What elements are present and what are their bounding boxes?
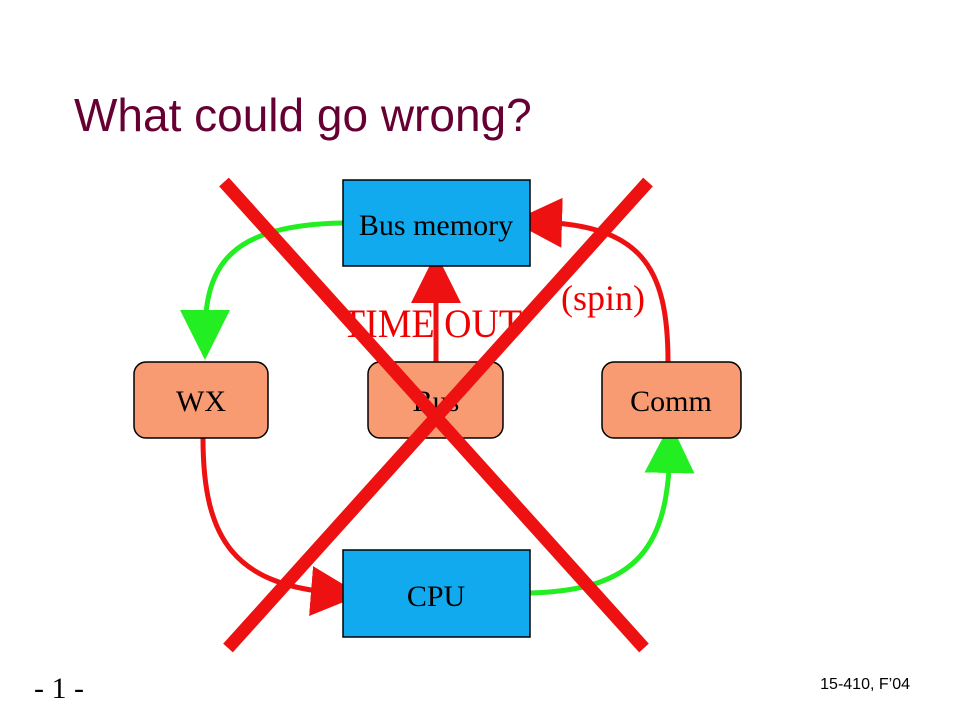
node-cpu-label: CPU (407, 580, 466, 613)
arrow-wx-to-cpu (200, 437, 361, 616)
spin-label: (spin) (561, 278, 645, 318)
arrow-busmemory-to-wx (180, 220, 344, 360)
node-wx: WX (133, 361, 269, 439)
node-comm-label: Comm (630, 385, 712, 418)
node-bus-memory-label: Bus memory (359, 209, 513, 242)
node-cpu: CPU (342, 549, 531, 638)
node-bus-memory: Bus memory (342, 179, 531, 267)
page-number: - 1 - (34, 672, 84, 705)
course-footer: 15-410, F’04 (820, 676, 910, 693)
arrow-comm-to-busmemory (512, 197, 671, 363)
slide-title: What could go wrong? (74, 89, 532, 141)
cross-out-mark (219, 177, 653, 653)
node-comm: Comm (601, 361, 742, 439)
node-wx-label: WX (176, 385, 226, 418)
arrow-cpu-to-comm (529, 423, 695, 596)
